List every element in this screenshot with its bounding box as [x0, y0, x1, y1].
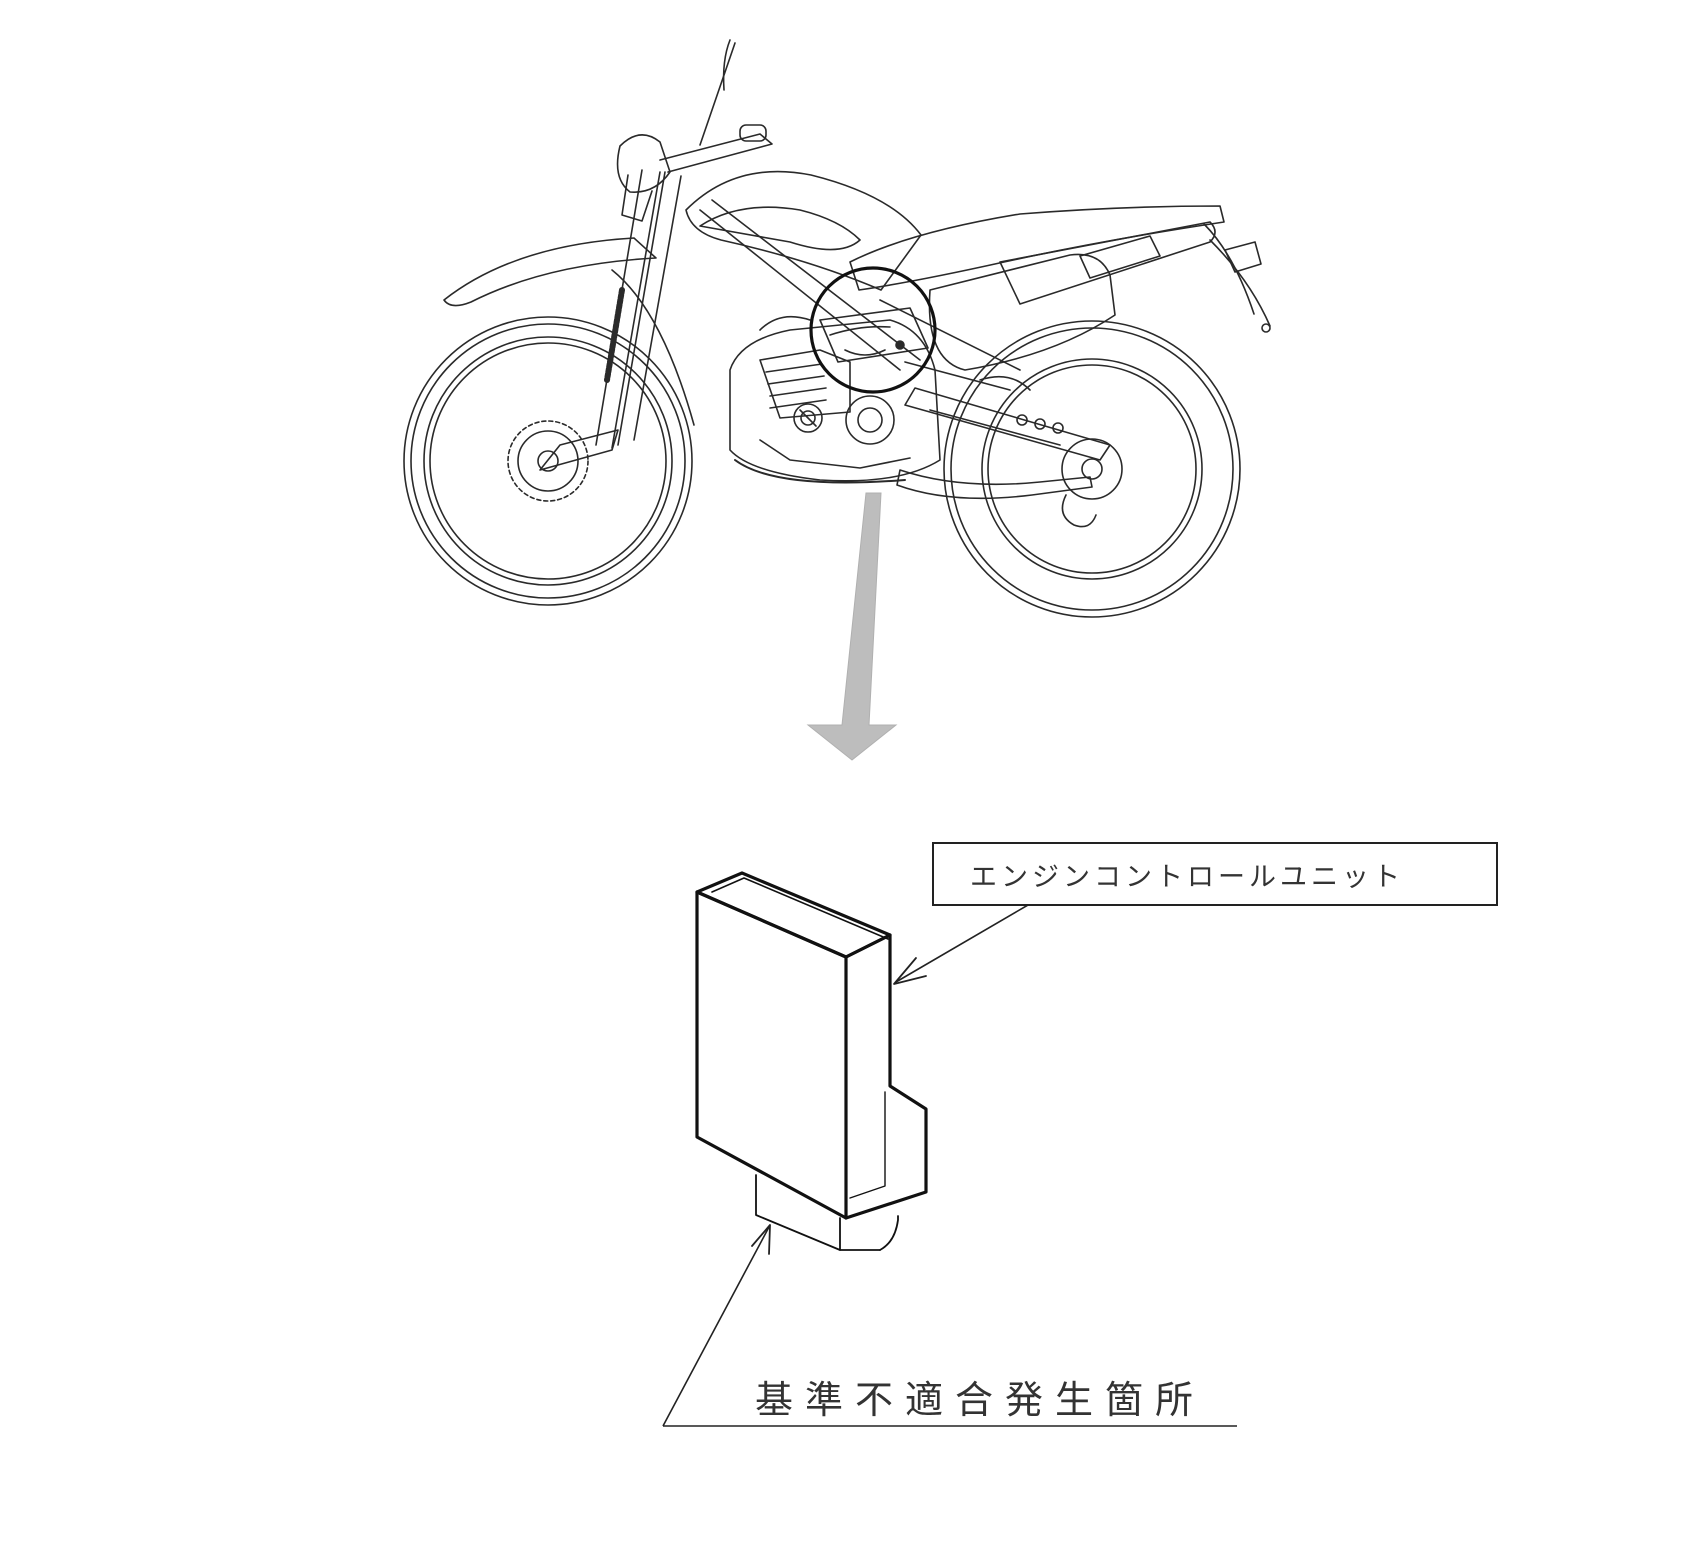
front-fender — [443, 237, 657, 307]
ecu-box-illustration — [695, 871, 928, 1251]
exhaust-pipe — [896, 469, 1093, 500]
pointer-arrow — [806, 492, 898, 761]
handlebar — [616, 39, 773, 222]
swingarm — [904, 375, 1111, 461]
frame — [699, 199, 1021, 391]
ecu-label-callout: エンジンコントロールユニット — [893, 842, 1498, 985]
carburetor-area — [759, 307, 929, 363]
fuel-tank — [685, 170, 922, 291]
ecu-label-text: エンジンコントロールユニット — [970, 862, 1404, 893]
ecu-leader-line — [895, 904, 1029, 983]
defect-leader-line — [662, 1226, 770, 1427]
defect-location-callout: 基準不適合発生箇所 — [662, 1224, 1237, 1427]
rear-wheel — [943, 320, 1241, 618]
ecu-leader-arrowhead — [893, 957, 927, 985]
engine — [729, 319, 941, 484]
defect-leader-arrowhead — [751, 1224, 771, 1255]
front-wheel — [403, 316, 693, 606]
rear-fender — [999, 221, 1271, 333]
ecu-label-box — [932, 842, 1498, 906]
front-fork — [539, 169, 682, 471]
defect-location-text: 基準不適合発生箇所 — [755, 1378, 1205, 1422]
side-cover — [928, 253, 1116, 371]
ecu-connector — [755, 1174, 899, 1251]
motorcycle-illustration — [403, 39, 1271, 618]
seat — [849, 205, 1225, 291]
ecu-location-highlight-circle — [809, 266, 937, 394]
